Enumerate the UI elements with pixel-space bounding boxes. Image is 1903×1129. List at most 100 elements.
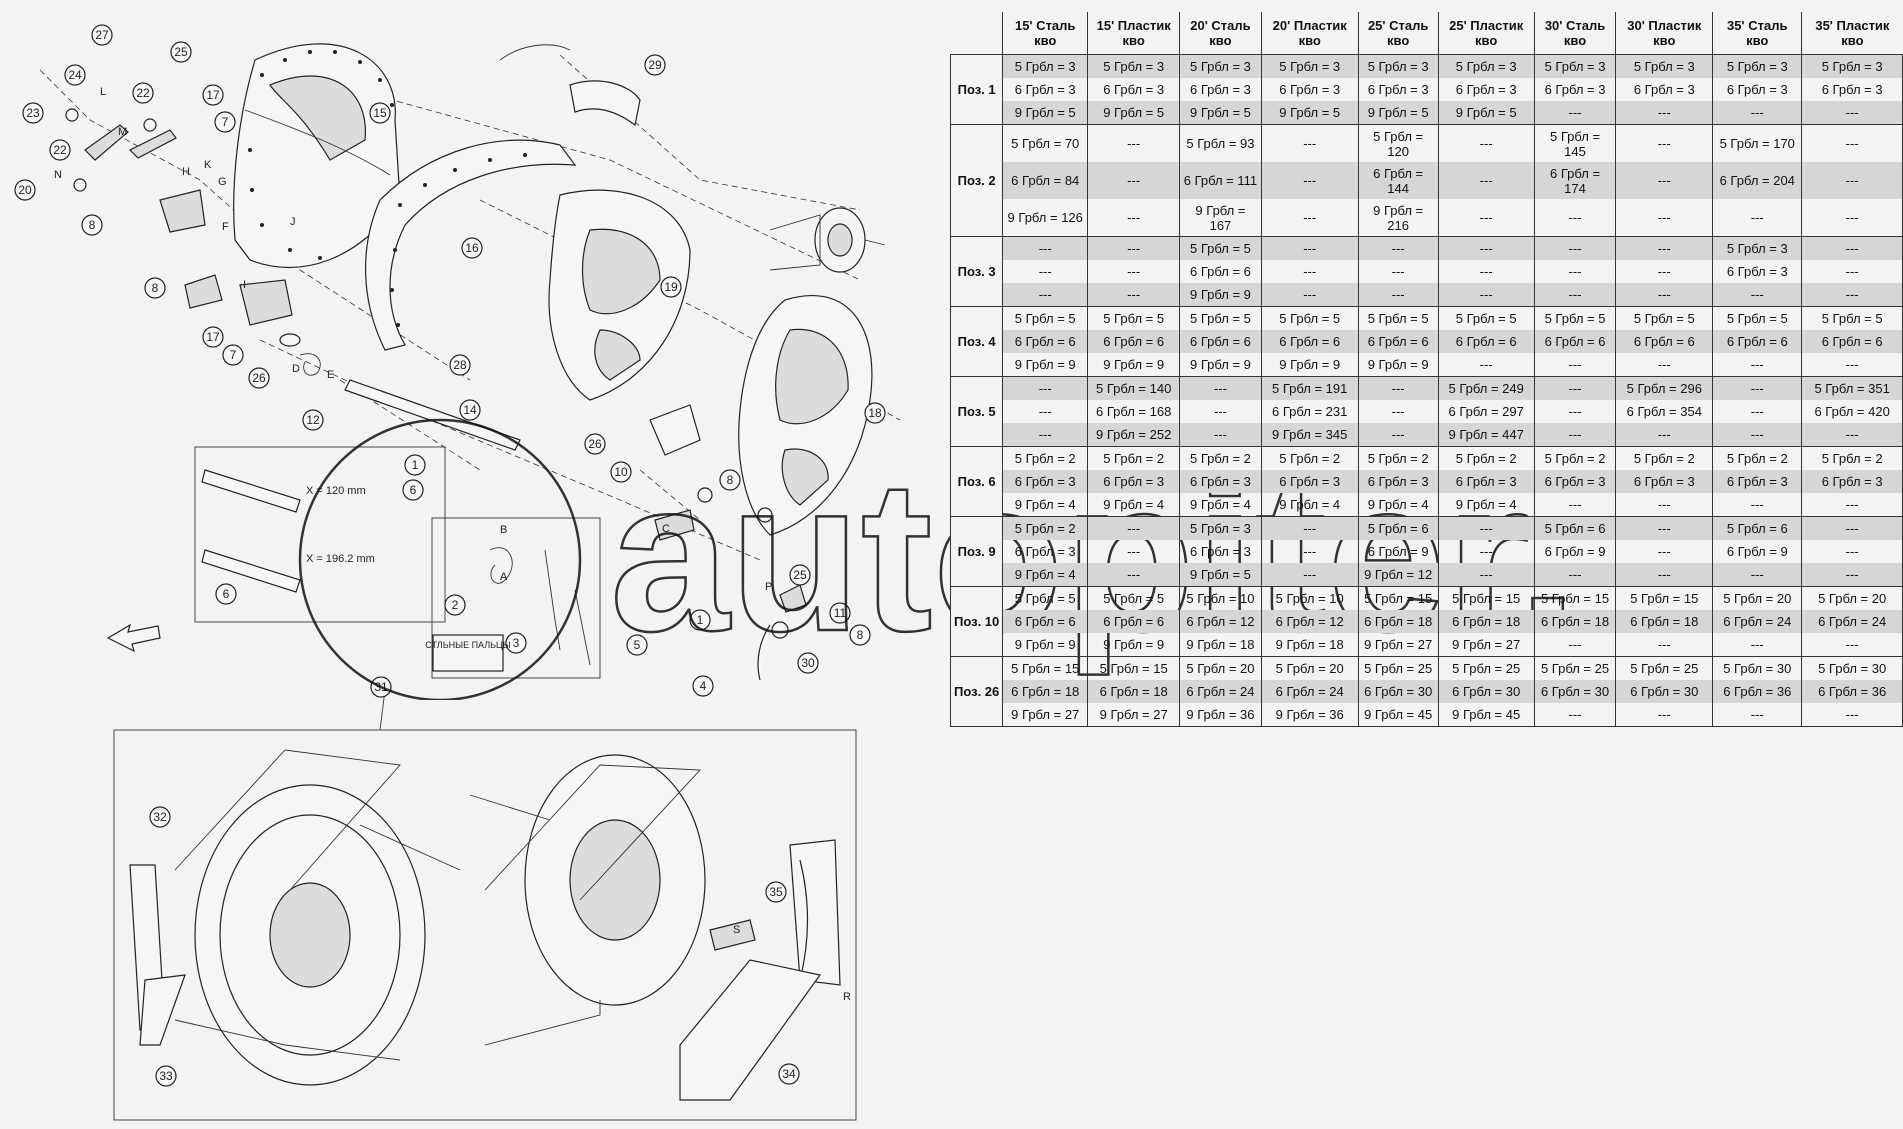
position-label: Поз. 3	[949, 236, 1003, 307]
table-cell: ---	[1357, 236, 1439, 260]
table-cell: 5 Грбл = 5	[1002, 586, 1088, 610]
table-cell: 6 Грбл = 30	[1437, 680, 1535, 703]
table-cell: 6 Грбл = 354	[1615, 400, 1713, 423]
table-cell: ---	[1260, 563, 1359, 587]
table-cell: 6 Грбл = 6	[1357, 330, 1439, 353]
table-cell: 5 Грбл = 5	[1087, 306, 1180, 330]
table-cell: 5 Грбл = 20	[1260, 656, 1359, 680]
table-cell: 9 Грбл = 9	[1179, 283, 1262, 307]
table-cell: 5 Грбл = 20	[1801, 586, 1903, 610]
table-cell: 5 Грбл = 30	[1712, 656, 1802, 680]
callout-3: 3	[513, 636, 520, 650]
table-cell: 6 Грбл = 3	[1712, 260, 1802, 283]
table-row: ------6 Грбл = 6---------------6 Грбл = …	[951, 260, 1903, 283]
table-cell: 6 Грбл = 12	[1179, 610, 1262, 633]
table-cell: 9 Грбл = 447	[1437, 423, 1535, 447]
table-cell: 5 Грбл = 351	[1801, 376, 1903, 400]
table-cell: 5 Грбл = 5	[1533, 306, 1616, 330]
table-cell: 5 Грбл = 5	[1087, 586, 1180, 610]
callout-22b: 22	[53, 143, 67, 157]
table-cell: ---	[1002, 260, 1088, 283]
table-cell: ---	[1437, 563, 1535, 587]
table-cell: 6 Грбл = 3	[1533, 78, 1616, 101]
table-cell: 9 Грбл = 216	[1357, 199, 1439, 237]
table-cell: 6 Грбл = 18	[1087, 680, 1180, 703]
callout-15: 15	[373, 106, 387, 120]
table-cell: 6 Грбл = 24	[1712, 610, 1802, 633]
table-cell: 5 Грбл = 249	[1437, 376, 1535, 400]
table-cell: 5 Грбл = 170	[1712, 124, 1802, 162]
table-cell: 5 Грбл = 6	[1533, 516, 1616, 540]
table-cell: 5 Грбл = 10	[1260, 586, 1359, 610]
table-cell: 9 Грбл = 4	[1087, 493, 1180, 517]
table-cell: 6 Грбл = 30	[1533, 680, 1616, 703]
table-cell: 6 Грбл = 3	[1357, 78, 1439, 101]
letter-K: K	[204, 159, 212, 171]
position-label: Поз. 26	[949, 656, 1003, 727]
table-row: Поз. 5---5 Грбл = 140---5 Грбл = 191---5…	[949, 376, 1903, 447]
callout-34: 34	[782, 1067, 796, 1081]
table-cell: 5 Грбл = 15	[1002, 656, 1088, 680]
table-cell: ---	[1712, 283, 1802, 307]
table-cell: 6 Грбл = 30	[1357, 680, 1439, 703]
table-cell: 6 Грбл = 3	[1087, 470, 1180, 493]
table-cell: ---	[1801, 423, 1903, 447]
table-cell: ---	[1801, 540, 1903, 563]
position-label: Поз. 9	[949, 516, 1003, 587]
callout-8d: 8	[857, 628, 864, 642]
table-cell: ---	[1712, 376, 1802, 400]
table-cell: 9 Грбл = 252	[1087, 423, 1180, 447]
letter-P: P	[765, 581, 772, 593]
table-cell: 6 Грбл = 3	[1533, 470, 1616, 493]
table-cell: 5 Грбл = 2	[1002, 446, 1088, 470]
table-cell: ---	[1260, 124, 1359, 162]
table-cell: 6 Грбл = 6	[1260, 330, 1359, 353]
table-cell: 9 Грбл = 9	[1179, 353, 1262, 377]
table-cell: ---	[1002, 400, 1088, 423]
table-cell: ---	[1533, 376, 1616, 400]
table-cell: 6 Грбл = 6	[1437, 330, 1535, 353]
callout-6: 6	[410, 483, 417, 497]
table-cell: ---	[1615, 493, 1713, 517]
table-cell: 5 Грбл = 140	[1087, 376, 1180, 400]
table-cell: 6 Грбл = 420	[1801, 400, 1903, 423]
table-cell: 6 Грбл = 24	[1260, 680, 1359, 703]
letter-S: S	[733, 924, 740, 936]
table-cell: ---	[1615, 162, 1713, 199]
table-cell: 5 Грбл = 3	[1533, 54, 1616, 78]
table-cell: ---	[1533, 353, 1616, 377]
callout-26: 26	[252, 371, 266, 385]
table-cell: 5 Грбл = 5	[1260, 306, 1359, 330]
table-cell: ---	[1712, 353, 1802, 377]
table-cell: ---	[1437, 236, 1535, 260]
table-cell: 9 Грбл = 4	[1437, 493, 1535, 517]
table-cell: ---	[1357, 376, 1439, 400]
callout-30: 30	[801, 656, 815, 670]
header-20-steel: 20' Сталь кво	[1179, 12, 1262, 55]
callout-25: 25	[174, 45, 188, 59]
letter-L: L	[100, 86, 106, 98]
table-cell: 9 Грбл = 4	[1260, 493, 1359, 517]
position-label: Поз. 10	[949, 586, 1003, 657]
table-cell: ---	[1002, 376, 1088, 400]
table-cell: 9 Грбл = 5	[1357, 101, 1439, 125]
table-cell: 9 Грбл = 45	[1357, 703, 1439, 727]
header-25-steel: 25' Сталь кво	[1357, 12, 1439, 55]
letter-F: F	[222, 221, 229, 233]
table-cell: ---	[1533, 400, 1616, 423]
table-cell: 6 Грбл = 3	[1260, 470, 1359, 493]
letter-H: H	[182, 166, 190, 178]
table-cell: ---	[1712, 423, 1802, 447]
letter-B: B	[500, 524, 507, 536]
table-cell: 5 Грбл = 2	[1712, 446, 1802, 470]
table-cell: 6 Грбл = 6	[1002, 610, 1088, 633]
table-cell: 5 Грбл = 5	[1179, 236, 1262, 260]
callouts: 27 24 25 23 22 17 7 22 20 8 15 29 16 19 …	[14, 24, 886, 1087]
callout-19: 19	[664, 280, 678, 294]
table-cell: 5 Грбл = 3	[1712, 236, 1802, 260]
table-cell: ---	[1712, 101, 1802, 125]
table-cell: 6 Грбл = 6	[1087, 330, 1180, 353]
table-row: Поз. 3------5 Грбл = 5---------------5 Г…	[949, 236, 1903, 307]
